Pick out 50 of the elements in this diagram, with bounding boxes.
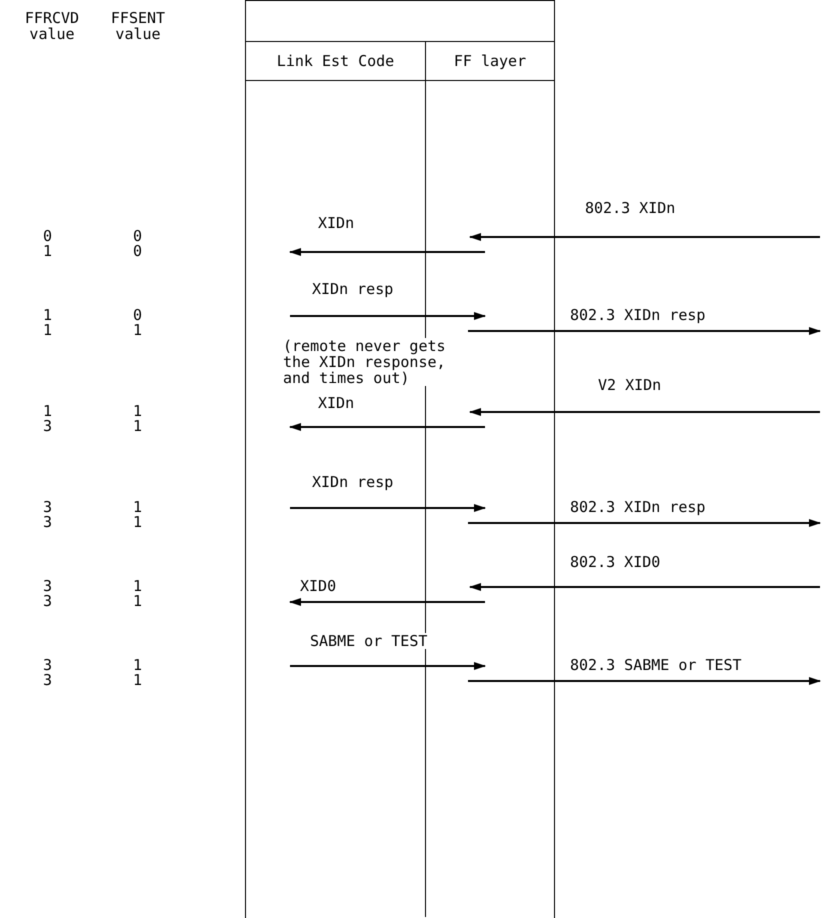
arrow (289, 423, 485, 431)
edge-label: XID0 (300, 578, 336, 594)
edge-label: XIDn (318, 395, 354, 411)
arrow (469, 583, 820, 591)
edge-label: XIDn (318, 215, 354, 231)
edge-label: 802.3 XIDn resp (570, 499, 706, 515)
table-value: 1 (43, 322, 52, 338)
table-value: 1 (133, 593, 142, 609)
table-value: 0 (133, 228, 142, 244)
table-value: 3 (43, 657, 52, 673)
column-header: FF layer (426, 42, 554, 81)
table-value: 1 (133, 672, 142, 688)
arrow (468, 519, 821, 527)
arrow (289, 598, 485, 606)
edge-label: 802.3 SABME or TEST (570, 657, 742, 673)
table-value: 3 (43, 593, 52, 609)
column-header: Link Est Code (246, 42, 425, 81)
arrow (290, 662, 486, 670)
table-value: 3 (43, 514, 52, 530)
table-value: 1 (133, 514, 142, 530)
edge-label: XIDn resp (312, 474, 394, 490)
arrow (290, 504, 486, 512)
table-value: 3 (43, 578, 52, 594)
table-value: 1 (133, 578, 142, 594)
table-value: 1 (133, 418, 142, 434)
arrow (468, 677, 821, 685)
edge-label: 802.3 XIDn resp (570, 307, 706, 323)
table-value: 1 (133, 403, 142, 419)
arrow (469, 408, 820, 416)
table-value: 1 (133, 657, 142, 673)
arrow (469, 233, 820, 241)
table-value: 3 (43, 672, 52, 688)
table-value: 1 (43, 307, 52, 323)
edge-label: 802.3 XID0 (570, 554, 660, 570)
edge-label: V2 XIDn (598, 377, 662, 393)
edge-label: SABME or TEST (310, 633, 428, 649)
edge-label: 802.3 XIDn (585, 200, 676, 216)
table-value: 1 (43, 243, 52, 259)
table-value: 1 (43, 403, 52, 419)
arrow (290, 312, 486, 320)
arrow (468, 327, 821, 335)
table-value: 1 (133, 499, 142, 515)
table-value: 0 (133, 243, 142, 259)
table-value: 1 (133, 322, 142, 338)
table-value: 3 (43, 499, 52, 515)
edge-label: XIDn resp (312, 281, 394, 297)
table-value: 3 (43, 418, 52, 434)
table-value: 0 (43, 228, 52, 244)
arrow (289, 248, 485, 256)
table-value: 0 (133, 307, 142, 323)
